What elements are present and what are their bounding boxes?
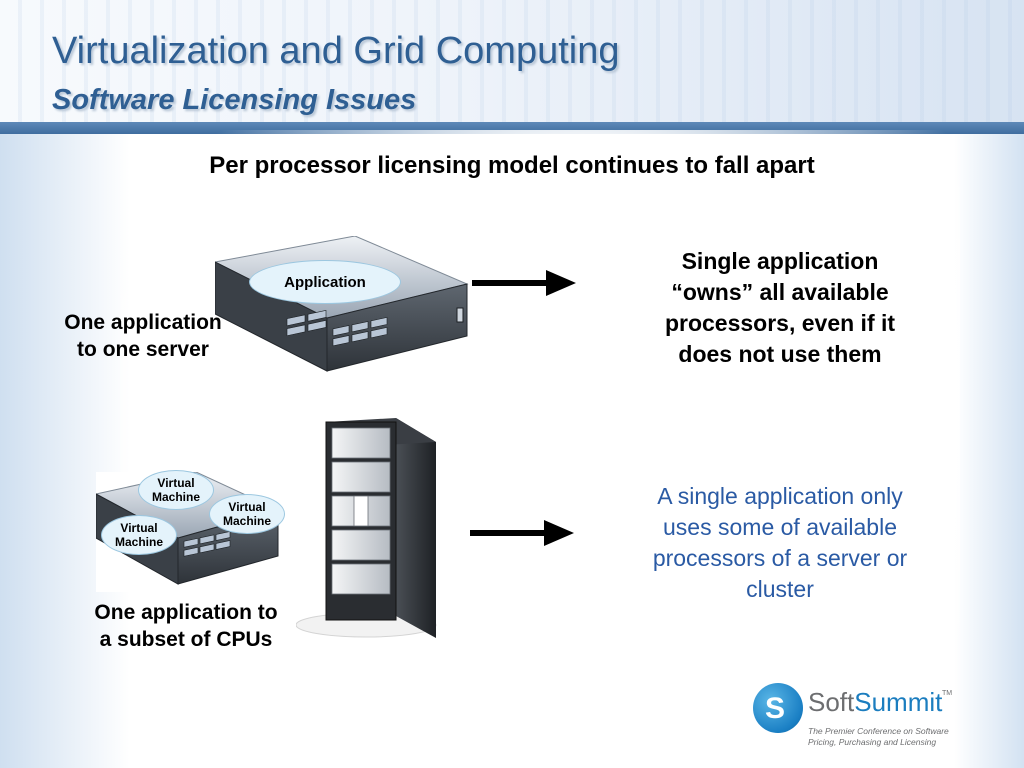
scenario-two-result-line: cluster: [746, 576, 814, 602]
scenario-two-result-line: processors of a server or: [652, 545, 908, 571]
vm-label-line: Virtual: [157, 476, 195, 490]
scenario-two-result-line: uses some of available: [663, 514, 897, 540]
right-arrow-icon: [470, 520, 574, 546]
scenario-one-result: Single application “owns” all available …: [612, 246, 948, 370]
scenario-one-label: One application to one server: [40, 309, 246, 363]
scenario-one-label-line: to one server: [77, 338, 209, 361]
header-texture: [0, 0, 1024, 122]
scenario-two-label: One application to a subset of CPUs: [60, 599, 312, 653]
tower-cabinet-icon: [296, 418, 437, 638]
scenario-two-result: A single application only uses some of a…: [612, 481, 948, 605]
scenario-two-result-line: A single application only: [657, 483, 903, 509]
scenario-two-label-line: a subset of CPUs: [99, 628, 273, 651]
left-background-fade: [0, 134, 130, 768]
right-arrow-icon: [472, 270, 576, 296]
scenario-one-label-line: One application: [64, 311, 222, 334]
rack-server-icon: [215, 236, 469, 372]
softsummit-logo: S SoftSummit TM The Premier Conference o…: [753, 681, 953, 753]
logo-tagline-line: The Premier Conference on Software: [808, 726, 949, 736]
header-band: [0, 0, 1024, 122]
content-glow: [120, 130, 960, 740]
logo-trademark: TM: [942, 690, 953, 697]
logo-tagline-line: Pricing, Purchasing and Licensing: [808, 737, 937, 747]
right-background-fade: [954, 134, 1024, 768]
scenario-one-result-line: Single application: [681, 248, 879, 274]
scenario-one-result-line: “owns” all available: [671, 279, 889, 305]
softsummit-logo-icon: S: [753, 683, 803, 733]
logo-name-soft: Soft: [808, 687, 855, 717]
logo-tagline: The Premier Conference on Software Prici…: [808, 726, 949, 748]
slide-subtitle: Software Licensing Issues: [52, 84, 417, 116]
application-bubble: Application: [249, 260, 401, 304]
vm-label-line: Machine: [222, 514, 271, 528]
vm-label-line: Machine: [151, 490, 200, 504]
scenario-one-result-line: processors, even if it: [664, 310, 896, 336]
logo-name-summit: Summit: [854, 687, 943, 717]
scenario-two-label-line: One application to: [94, 601, 278, 624]
slide-title: Virtualization and Grid Computing: [52, 30, 620, 72]
logo-wordmark: SoftSummit: [808, 687, 942, 718]
vm-label-line: Virtual: [120, 521, 158, 535]
scenario-one-result-line: does not use them: [678, 341, 882, 367]
vm-label-line: Machine: [114, 535, 163, 549]
vm-label-line: Virtual: [228, 500, 266, 514]
slide-headline: Per processor licensing model continues …: [209, 152, 815, 179]
